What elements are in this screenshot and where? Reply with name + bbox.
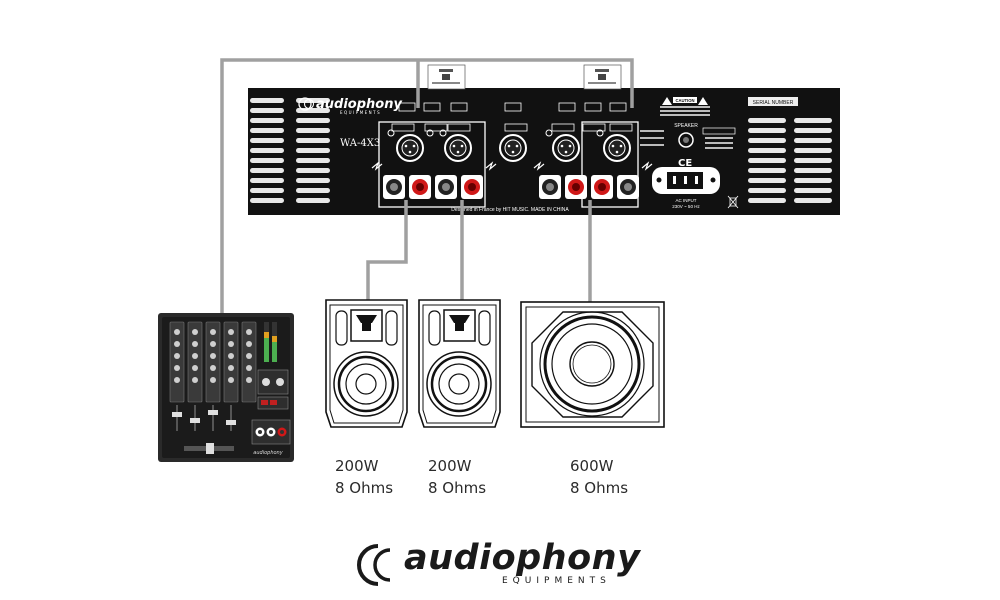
xlr-input-3 bbox=[499, 134, 527, 162]
crossfader-knob bbox=[206, 443, 214, 454]
xlr-input-1 bbox=[396, 134, 424, 162]
binding-post-8 bbox=[617, 175, 639, 199]
binding-post-1 bbox=[383, 175, 405, 199]
mixer-brand-text: audiophony bbox=[253, 450, 283, 456]
model-label: WA-4X3 bbox=[340, 138, 380, 149]
speaker-1-rating: 200W 8 Ohms bbox=[335, 455, 393, 499]
caution-block: CAUTION bbox=[660, 97, 710, 116]
binding-post-3 bbox=[435, 175, 457, 199]
panel-footer: Designed in France by HIT MUSIC. MADE IN… bbox=[451, 207, 569, 213]
binding-post-4 bbox=[461, 175, 483, 199]
panel-logo-icon bbox=[298, 97, 312, 111]
ac-spec-label: 230V ~ 50 Hz bbox=[672, 204, 700, 209]
mixer-channel-strips bbox=[169, 321, 257, 403]
subwoofer-power: 600W bbox=[570, 457, 614, 475]
warning-bolt-icons bbox=[371, 161, 653, 171]
panel-brand-sub: EQUIPMENTS bbox=[340, 110, 381, 115]
xlr-inputs bbox=[396, 134, 631, 162]
mixer-output-jacks bbox=[251, 419, 291, 445]
ac-input-label: AC INPUT bbox=[675, 198, 696, 203]
channel-group-a-box bbox=[378, 121, 486, 208]
left-vent-grille bbox=[250, 98, 330, 203]
binding-post-7 bbox=[591, 175, 613, 199]
bridge-switch-label-a bbox=[427, 64, 466, 90]
xlr-input-2 bbox=[444, 134, 472, 162]
subwoofer-impedance: 8 Ohms bbox=[570, 479, 629, 497]
speaker-1-impedance: 8 Ohms bbox=[335, 479, 394, 497]
binding-post-6 bbox=[565, 175, 587, 199]
brand-logo-icon bbox=[357, 544, 391, 586]
panel-logo: audiophony EQUIPMENTS bbox=[298, 97, 402, 115]
xlr-input-5 bbox=[603, 134, 631, 162]
weee-bin-icon bbox=[727, 195, 739, 209]
bridge-switch-label-b bbox=[583, 64, 622, 90]
speaker-section-label: SPEAKER bbox=[674, 123, 698, 129]
cable-speaker-1 bbox=[366, 200, 408, 302]
cables bbox=[220, 58, 634, 315]
serial-label: SERIAL NUMBER bbox=[753, 100, 794, 106]
speaker-outputs bbox=[383, 175, 639, 199]
speaker-2-impedance: 8 Ohms bbox=[428, 479, 487, 497]
spec-text-lines bbox=[640, 127, 736, 149]
brand-logo: audiophony EQUIPMENTS bbox=[350, 538, 650, 590]
mount-screws bbox=[387, 129, 604, 137]
binding-post-5 bbox=[539, 175, 561, 199]
speaker-2-rating: 200W 8 Ohms bbox=[428, 455, 486, 499]
input-mode-switches bbox=[391, 102, 633, 132]
binding-post-2 bbox=[409, 175, 431, 199]
brand-wordmark: audiophony bbox=[404, 538, 641, 578]
serial-plate bbox=[748, 97, 798, 106]
speaker-1 bbox=[325, 299, 408, 428]
ce-mark: CE bbox=[678, 158, 692, 169]
speaker-2 bbox=[418, 299, 501, 428]
amplifier-rear-panel: SERIAL NUMBER audiophony EQUIPMENTS WA-4… bbox=[248, 88, 840, 215]
subwoofer bbox=[520, 301, 665, 428]
mixer-to-amp-cable bbox=[220, 58, 634, 315]
caution-label: CAUTION bbox=[675, 98, 694, 103]
vu-meter bbox=[264, 322, 277, 362]
brand-subtitle: EQUIPMENTS bbox=[502, 576, 611, 586]
panel-brand-text: audiophony bbox=[316, 97, 402, 112]
channel-faders bbox=[172, 405, 236, 431]
subwoofer-rating: 600W 8 Ohms bbox=[570, 455, 628, 499]
xlr-input-4 bbox=[552, 134, 580, 162]
speaker-1-power: 200W bbox=[335, 457, 379, 475]
dj-mixer: audiophony bbox=[158, 313, 294, 462]
power-inlet bbox=[652, 167, 720, 194]
right-vent-grille bbox=[748, 118, 832, 203]
speaker-2-power: 200W bbox=[428, 457, 472, 475]
channel-group-b-box bbox=[581, 121, 639, 208]
